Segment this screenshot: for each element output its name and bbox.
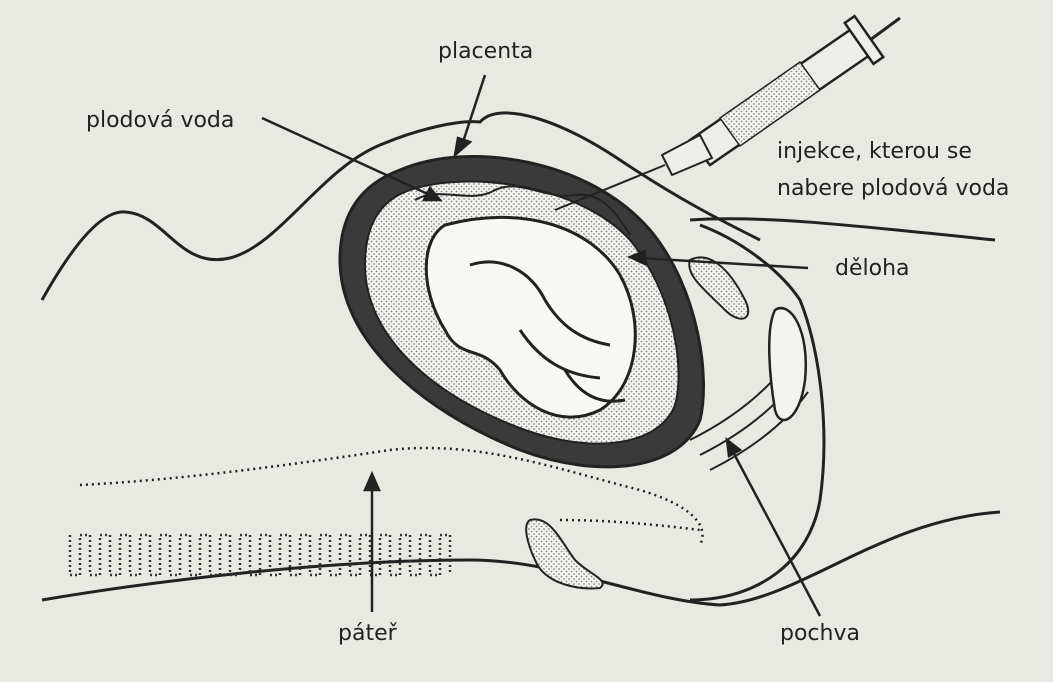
label-placenta: placenta xyxy=(438,39,533,64)
label-amniotic-fluid: plodová voda xyxy=(86,108,234,133)
label-vagina: pochva xyxy=(780,621,860,646)
label-uterus: děloha xyxy=(835,256,910,281)
label-syringe-line2: nabere plodová voda xyxy=(777,176,1009,201)
label-spine: páteř xyxy=(338,621,398,646)
label-syringe-line1: injekce, kterou se xyxy=(777,139,972,164)
